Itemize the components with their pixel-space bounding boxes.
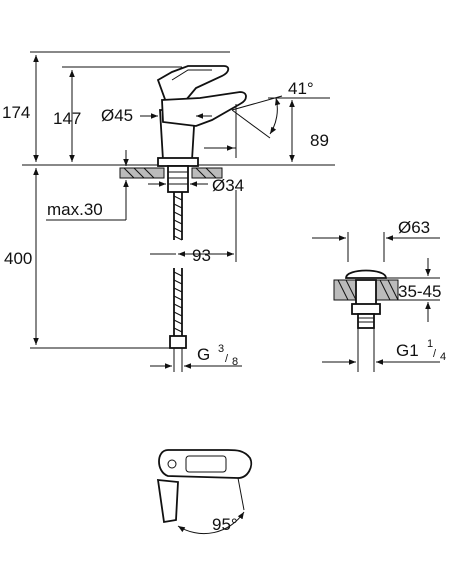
thread-g1-prefix: G1 [396,341,419,360]
dim-diameter-45: Ø45 [101,106,133,125]
dim-diameter-63: Ø63 [398,218,430,237]
faucet-side-view: 174 147 400 Ø45 41° 89 [2,51,335,372]
dim-93: 93 [192,246,211,265]
dim-angle-41: 41° [288,79,314,98]
svg-text:/: / [433,348,437,360]
drain-view: Ø63 35-45 G1 1 / 4 [312,218,446,372]
thread-g1-den: 4 [440,351,446,363]
dim-max-30: max.30 [47,200,103,219]
dim-174: 174 [2,103,30,122]
thread-g38-den: 8 [232,356,238,368]
svg-text:/: / [225,353,229,365]
dim-angle-95: 95° [212,515,238,534]
dim-400: 400 [4,249,32,268]
top-view: 95° [156,449,253,535]
thread-g1-num: 1 [427,338,433,350]
dim-35-45: 35-45 [398,282,441,301]
dim-89: 89 [310,131,329,150]
thread-g38-num: 3 [218,343,224,355]
dim-147: 147 [53,109,81,128]
faucet-spout [161,91,247,127]
faucet-base [157,157,199,167]
thread-g38-prefix: G [197,345,210,364]
dim-diameter-34: Ø34 [212,176,244,195]
faucet-lever [156,65,230,103]
